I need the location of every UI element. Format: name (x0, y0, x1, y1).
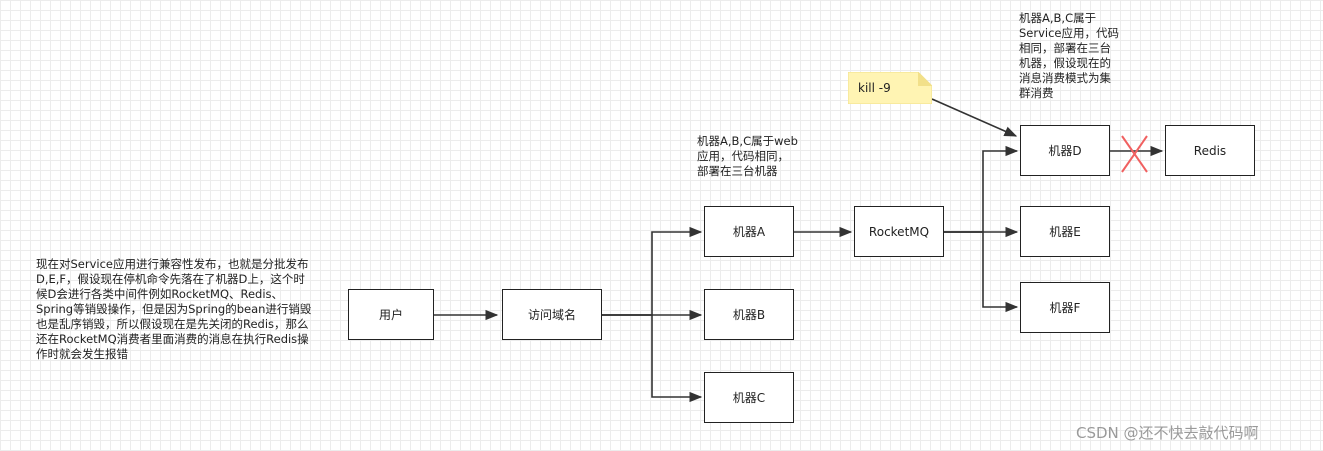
machine-b-box: 机器B (704, 289, 794, 340)
sticky-note-shape (848, 72, 932, 104)
csdn-watermark: CSDN @还不快去敲代码啊 (1076, 424, 1259, 442)
machine-d-box: 机器D (1020, 125, 1110, 176)
rocketmq-box: RocketMQ (854, 206, 944, 257)
domain-label: 访问域名 (527, 308, 576, 322)
redis-box: Redis (1165, 125, 1255, 176)
kill-sticky-note: kill -9 (848, 72, 932, 104)
machine-b-label: 机器B (732, 308, 766, 322)
broken-connection-cross-icon (1121, 135, 1148, 173)
machine-e-box: 机器E (1020, 206, 1110, 257)
service-group-note: 机器A,B,C属于 Service应用，代码 相同，部署在三台 机器，假设现在的… (1019, 11, 1120, 100)
web-group-note: 机器A,B,C属于web 应用，代码相同， 部署在三台机器 (697, 134, 798, 178)
machine-a-box: 机器A (704, 206, 794, 257)
sticky-note-text: kill -9 (858, 81, 891, 95)
edge-domain-machine-a (602, 226, 703, 316)
release-description-note: 现在对Service应用进行兼容性发布，也就是分批发布 D,E,F，假设现在停机… (36, 257, 312, 361)
machine-c-box: 机器C (704, 372, 794, 423)
machine-a-label: 机器A (732, 225, 766, 239)
rocketmq-label: RocketMQ (868, 224, 930, 239)
machine-d-label: 机器D (1048, 144, 1082, 158)
edge-rocketmq-machine-f (943, 231, 1019, 313)
machine-e-label: 机器E (1049, 225, 1081, 239)
user-label: 用户 (378, 308, 403, 322)
user-box: 用户 (348, 289, 434, 340)
machine-c-label: 机器C (732, 391, 766, 405)
machine-f-box: 机器F (1020, 282, 1110, 333)
edge-domain-machine-c (602, 314, 703, 403)
machine-f-label: 机器F (1049, 301, 1081, 315)
redis-label: Redis (1193, 143, 1227, 158)
edge-rocketmq-machine-d (943, 145, 1019, 233)
domain-box: 访问域名 (502, 289, 602, 340)
edge-kill-machine-d (931, 98, 1018, 137)
